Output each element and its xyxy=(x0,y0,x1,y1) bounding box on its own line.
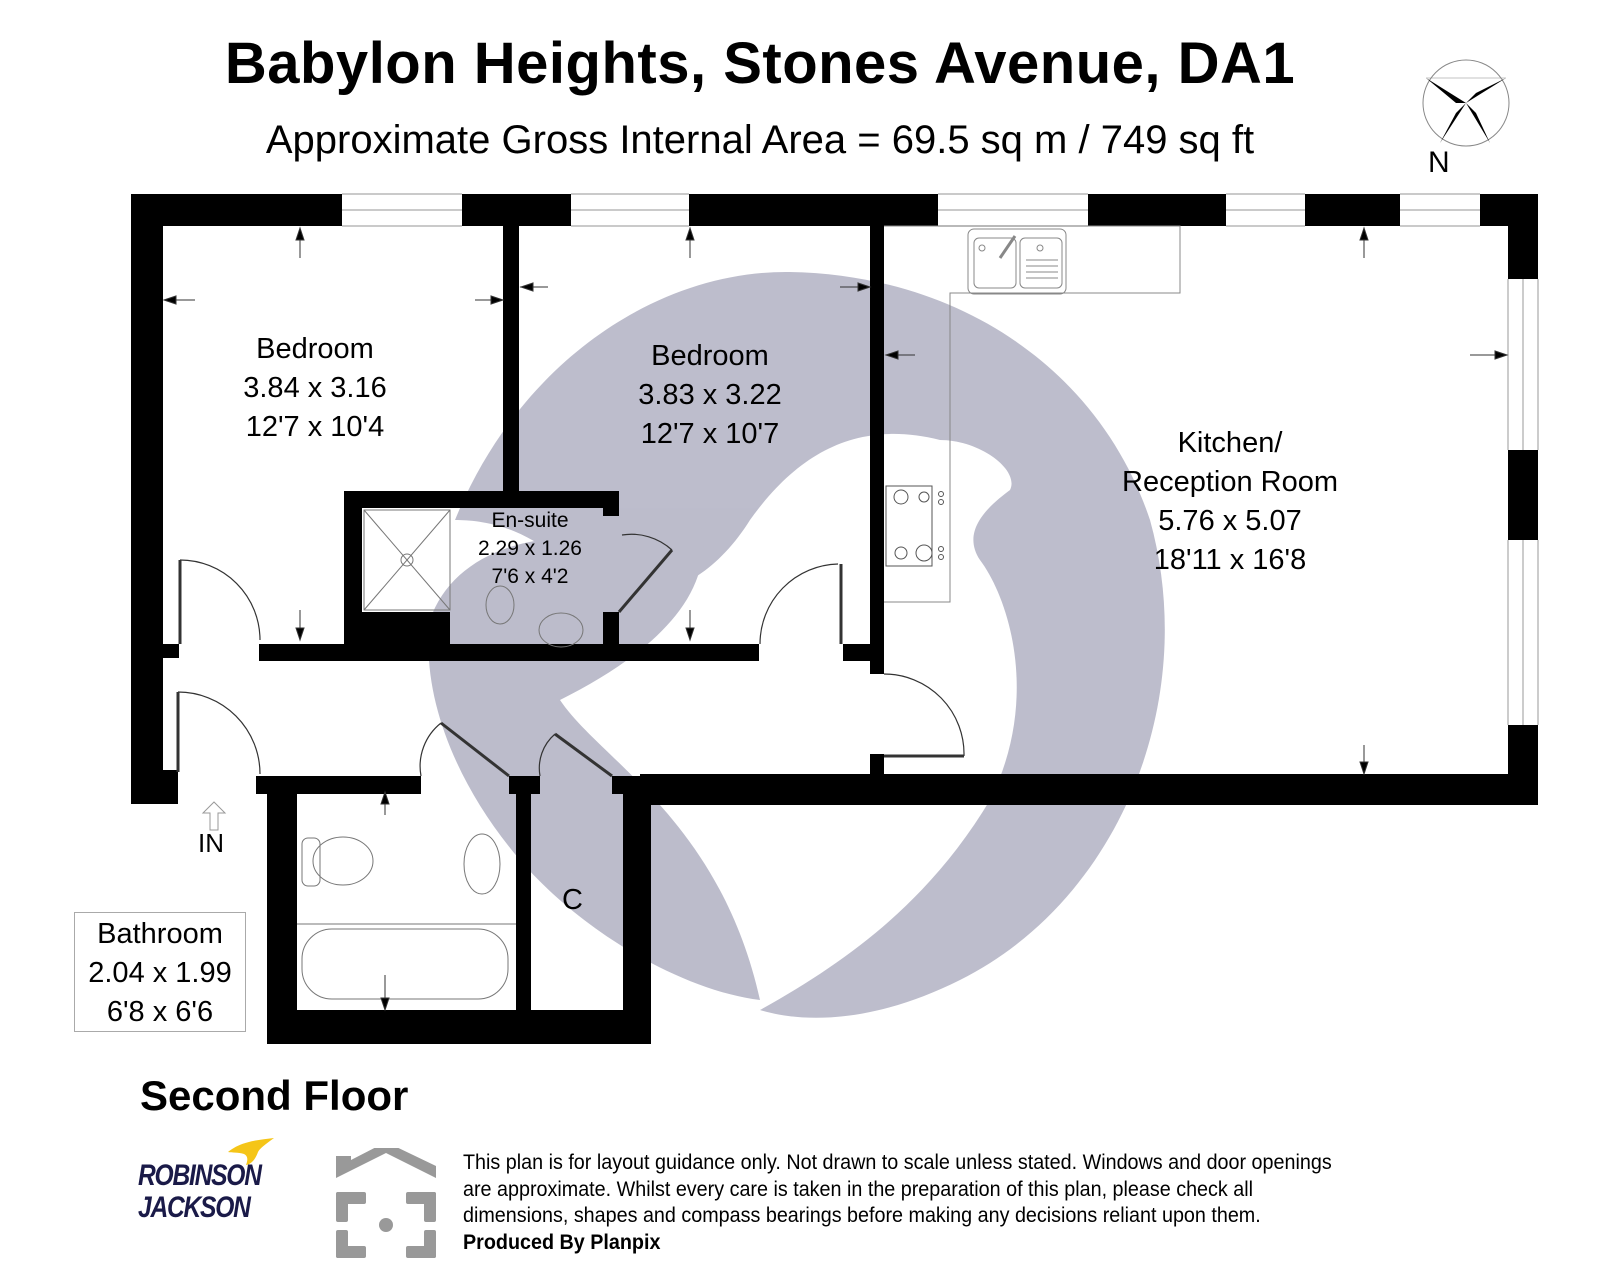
room-metric: 5.76 x 5.07 xyxy=(1158,505,1302,537)
disclaimer-line: This plan is for layout guidance only. N… xyxy=(463,1151,1332,1174)
basin-icon xyxy=(538,612,584,648)
room-imperial: 6'8 x 6'6 xyxy=(106,996,214,1028)
kitchen-fixtures xyxy=(884,225,1181,603)
room-imperial: 12'7 x 10'4 xyxy=(245,411,385,443)
swallow-icon xyxy=(228,1138,274,1165)
bathroom-fixtures xyxy=(297,509,584,1000)
closet-label: C xyxy=(562,884,583,916)
room-name: Reception Room xyxy=(1122,466,1338,498)
dimension-arrows xyxy=(162,226,1509,1012)
windows xyxy=(342,193,1539,725)
room-imperial: 18'11 x 16'8 xyxy=(1153,544,1307,576)
bath-icon xyxy=(301,928,509,1000)
produced-by: Produced By Planpix xyxy=(463,1230,661,1254)
gross-area-subtitle: Approximate Gross Internal Area = 69.5 s… xyxy=(265,118,1255,162)
room-bedroom-2: Bedroom 3.83 x 3.22 12'7 x 10'7 xyxy=(590,337,830,454)
room-kitchen-reception: Kitchen/ Reception Room 5.76 x 5.07 18'1… xyxy=(1080,424,1380,580)
watermark-logo-icon xyxy=(428,271,1165,1018)
entrance-arrow-icon xyxy=(201,801,227,831)
room-imperial: 7'6 x 4'2 xyxy=(491,565,569,588)
room-metric: 3.83 x 3.22 xyxy=(638,379,782,411)
entrance-label: IN xyxy=(198,828,224,858)
room-metric: 2.04 x 1.99 xyxy=(88,957,232,989)
agent-name-line1: ROBINSON xyxy=(138,1159,262,1192)
door-swings xyxy=(176,533,965,778)
compass-north-label: N xyxy=(1428,146,1450,179)
room-en-suite: En-suite 2.29 x 1.26 7'6 x 4'2 xyxy=(460,507,600,591)
room-bathroom: Bathroom 2.04 x 1.99 6'8 x 6'6 xyxy=(74,912,246,1032)
basin-icon xyxy=(463,833,501,895)
robinson-jackson-logo: ROBINSON JACKSON xyxy=(138,1138,278,1240)
room-name: Kitchen/ xyxy=(1177,427,1283,459)
walls xyxy=(131,194,1538,1044)
agent-name-line2: JACKSON xyxy=(138,1191,251,1224)
room-name: Bedroom xyxy=(651,340,769,372)
compass-rose-icon xyxy=(1422,59,1510,147)
planpix-logo-icon xyxy=(336,1148,436,1258)
plan-title: Babylon Heights, Stones Avenue, DA1 xyxy=(224,31,1296,96)
disclaimer-line: are approximate. Whilst every care is ta… xyxy=(463,1177,1254,1201)
room-name: Bedroom xyxy=(256,333,374,365)
room-name: Bathroom xyxy=(97,918,223,950)
room-bedroom-1: Bedroom 3.84 x 3.16 12'7 x 10'4 xyxy=(200,330,430,447)
room-imperial: 12'7 x 10'7 xyxy=(640,418,780,450)
room-metric: 3.84 x 3.16 xyxy=(243,372,387,404)
shower-tray-icon xyxy=(363,509,451,611)
toilet-icon xyxy=(485,585,515,625)
room-metric: 2.29 x 1.26 xyxy=(478,537,582,560)
hob-icon xyxy=(885,485,944,567)
disclaimer-line: dimensions, shapes and compass bearings … xyxy=(463,1204,1261,1227)
sink-icon xyxy=(967,228,1067,295)
toilet-icon xyxy=(312,836,374,886)
disclaimer-text: This plan is for layout guidance only. N… xyxy=(463,1150,1365,1256)
room-name: En-suite xyxy=(491,509,569,532)
floor-name: Second Floor xyxy=(140,1072,409,1119)
